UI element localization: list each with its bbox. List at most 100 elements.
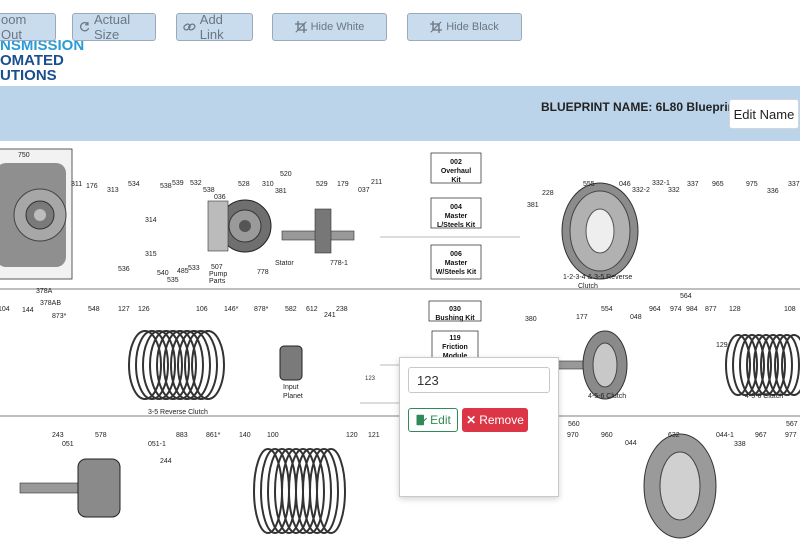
clutch-plate[interactable] (295, 448, 325, 534)
part-number-label[interactable]: 337 (687, 181, 699, 188)
link-value-field[interactable]: 123 (408, 367, 550, 393)
part-number-label[interactable]: 878* (254, 306, 269, 313)
clutch-drum-1234[interactable] (561, 182, 639, 280)
part-number-label[interactable]: 535 (167, 277, 179, 284)
part-number-label[interactable]: 778 (257, 269, 269, 276)
part-number-label[interactable]: 873* (52, 313, 67, 320)
clutch-plate[interactable] (135, 330, 169, 400)
part-number-label[interactable]: Planet (283, 393, 303, 400)
part-number-label[interactable]: 127 (118, 306, 130, 313)
part-number-label[interactable]: Pump (209, 271, 227, 278)
part-number-label[interactable]: 381 (527, 202, 539, 209)
add-link-button[interactable]: Add Link (176, 12, 253, 42)
part-number-label[interactable]: 533 (188, 265, 200, 272)
part-number-label[interactable]: 507 (211, 264, 223, 271)
clutch-plate[interactable] (149, 330, 183, 400)
part-number-label[interactable]: 051 (62, 441, 74, 448)
part-number-label[interactable]: 315 (145, 251, 157, 258)
edit-button[interactable]: Edit (408, 408, 458, 432)
part-number-label[interactable]: 960 (601, 432, 613, 439)
part-number-label[interactable]: 121 (368, 432, 380, 439)
edit-name-button[interactable]: Edit Name (729, 99, 799, 129)
part-number-label[interactable]: 967 (755, 432, 767, 439)
part-number-label[interactable]: 051-1 (148, 441, 166, 448)
part-number-label[interactable]: 338 (734, 441, 746, 448)
part-number-label[interactable]: Stator (275, 260, 294, 267)
clutch-plate[interactable] (774, 334, 800, 396)
part-number-label[interactable]: 243 (52, 432, 64, 439)
clutch-456-plates[interactable] (725, 334, 800, 396)
part-number-label[interactable]: 1-2-3-4 & 3-5 Reverse (563, 274, 632, 281)
part-number-label[interactable]: 4-5-6 Clutch (745, 393, 783, 400)
part-number-label[interactable]: 964 (649, 306, 661, 313)
part-number-label[interactable]: 883 (176, 432, 188, 439)
part-number-label[interactable]: 560 (568, 421, 580, 428)
part-number-label[interactable]: 048 (630, 314, 642, 321)
part-number-label[interactable]: 332 (668, 187, 680, 194)
clutch-plate[interactable] (760, 334, 786, 396)
part-number-label[interactable]: 144 (22, 307, 34, 314)
clutch-plate[interactable] (170, 330, 204, 400)
part-number-label[interactable]: 179 (337, 181, 349, 188)
clutch-plates-row3[interactable] (253, 448, 346, 534)
part-number-label[interactable]: Clutch (578, 283, 598, 290)
part-number-label[interactable]: 311 (71, 181, 82, 188)
part-number-label[interactable]: 567 (786, 421, 798, 428)
part-number-label[interactable]: 336 (767, 188, 779, 195)
part-number-label[interactable]: 555 (583, 181, 595, 188)
clutch-housing-632[interactable] (643, 433, 717, 539)
kit-friction-box[interactable]: 119FrictionModule (431, 330, 479, 360)
part-number-label[interactable]: 313 (107, 187, 119, 194)
clutch-plate[interactable] (156, 330, 190, 400)
part-number-label[interactable]: 534 (128, 181, 140, 188)
clutch-plate[interactable] (739, 334, 765, 396)
clutch-plate[interactable] (746, 334, 772, 396)
clutch-plate[interactable] (177, 330, 211, 400)
part-number-label[interactable]: 037 (358, 187, 370, 194)
clutch-plate[interactable] (142, 330, 176, 400)
clutch-plate[interactable] (184, 330, 218, 400)
part-number-label[interactable]: 146* (224, 306, 239, 313)
part-number-label[interactable]: 310 (262, 181, 274, 188)
output-shaft-554[interactable] (535, 330, 628, 400)
part-number-label[interactable]: 750 (18, 152, 30, 159)
part-number-label[interactable]: 877 (705, 306, 717, 313)
part-number-label[interactable]: 970 (567, 432, 579, 439)
part-number-label[interactable]: 044 (625, 440, 637, 447)
part-number-label[interactable]: 337 (788, 181, 800, 188)
part-number-label[interactable]: 974 (670, 306, 682, 313)
part-number-label[interactable]: 176 (86, 183, 98, 190)
part-number-label[interactable]: 977 (785, 432, 797, 439)
part-number-label[interactable]: 238 (336, 306, 348, 313)
part-number-label[interactable]: 241 (324, 312, 336, 319)
part-number-label[interactable]: 554 (601, 306, 613, 313)
transmission-case[interactable] (0, 148, 73, 280)
part-number-label[interactable]: 778-1 (330, 260, 348, 267)
part-number-label[interactable]: 612 (306, 306, 318, 313)
zoom-out-button[interactable]: oom Out (0, 12, 56, 42)
part-number-label[interactable]: 332-1 (652, 180, 670, 187)
hide-white-button[interactable]: Hide White (272, 13, 387, 41)
clutch-plate[interactable] (309, 448, 339, 534)
part-number-label[interactable]: 044-1 (716, 432, 734, 439)
clutch-plate[interactable] (163, 330, 197, 400)
part-number-label[interactable]: Parts (209, 278, 226, 285)
part-number-label[interactable]: 140 (239, 432, 251, 439)
part-number-label[interactable]: 129 (716, 342, 728, 349)
part-number-label[interactable]: 036 (214, 194, 226, 201)
clutch-plate[interactable] (781, 334, 800, 396)
hide-black-button[interactable]: Hide Black (407, 13, 522, 41)
part-number-label[interactable]: 046 (619, 181, 631, 188)
part-number-label[interactable]: 538 (203, 187, 215, 194)
part-number-label[interactable]: 861* (206, 432, 221, 439)
part-number-label[interactable]: 106 (196, 306, 208, 313)
part-number-label[interactable]: 332-2 (632, 187, 650, 194)
part-number-label[interactable]: 4-5-6 Clutch (588, 393, 626, 400)
part-number-label[interactable]: 120 (346, 432, 358, 439)
part-number-label[interactable]: 314 (145, 217, 157, 224)
part-number-label[interactable]: 540 (157, 270, 169, 277)
